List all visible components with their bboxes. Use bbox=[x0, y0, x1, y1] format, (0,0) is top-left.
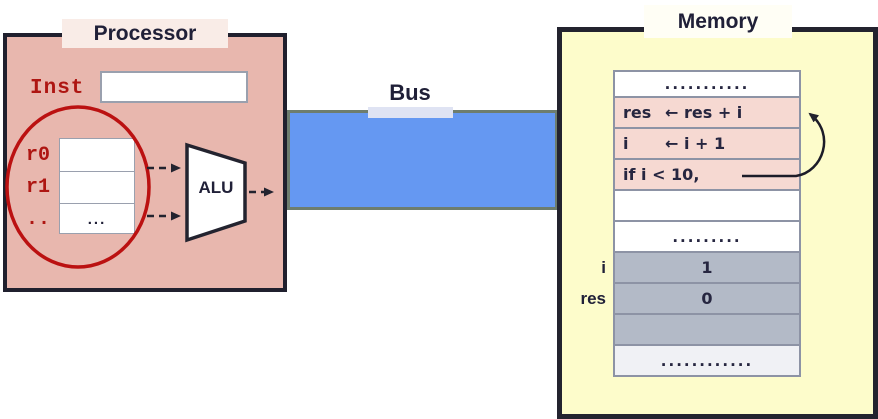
register-box-r1 bbox=[60, 171, 134, 203]
memory-row-var: i bbox=[623, 134, 629, 153]
register-label-dots: .. bbox=[26, 208, 51, 231]
register-label-r1: r1 bbox=[26, 176, 51, 199]
register-box-dots: ... bbox=[60, 203, 134, 235]
memory-row-branch: if i < 10, bbox=[615, 158, 799, 189]
memory-row-expr: ← i + 1 bbox=[665, 134, 726, 153]
memory-row-i-value: 1 bbox=[615, 251, 799, 282]
register-box-r0 bbox=[60, 139, 134, 171]
processor-title: Processor bbox=[62, 19, 228, 48]
memory-row-dots-mid: ......... bbox=[615, 220, 799, 251]
memory-row-i-assign: i ← i + 1 bbox=[615, 127, 799, 158]
bus-rectangle bbox=[287, 110, 558, 210]
inst-label: Inst bbox=[30, 77, 85, 100]
memory-row-dots-bottom: ............ bbox=[615, 344, 799, 375]
bus-title: Bus bbox=[389, 80, 431, 105]
memory-row-expr: ← res + i bbox=[665, 103, 743, 122]
memory-side-label-i: i bbox=[601, 258, 606, 277]
memory-row-res-value: 0 bbox=[615, 282, 799, 313]
memory-row-dots-top: ........... bbox=[664, 75, 750, 93]
memory-title: Memory bbox=[644, 5, 792, 38]
alu-label: ALU bbox=[198, 178, 234, 197]
memory-table: ........... res ← res + i i ← i + 1 if i… bbox=[613, 70, 801, 377]
register-file: ... bbox=[59, 138, 135, 234]
memory-side-label-res: res bbox=[580, 289, 606, 308]
register-label-r0: r0 bbox=[26, 144, 51, 167]
instruction-register-box bbox=[100, 71, 248, 103]
memory-row-var: res bbox=[623, 103, 652, 122]
bus-label-strip bbox=[368, 107, 453, 118]
memory-row-empty-1 bbox=[615, 189, 799, 220]
memory-row-res-assign: res ← res + i bbox=[615, 96, 799, 127]
memory-row-empty-2 bbox=[615, 313, 799, 344]
